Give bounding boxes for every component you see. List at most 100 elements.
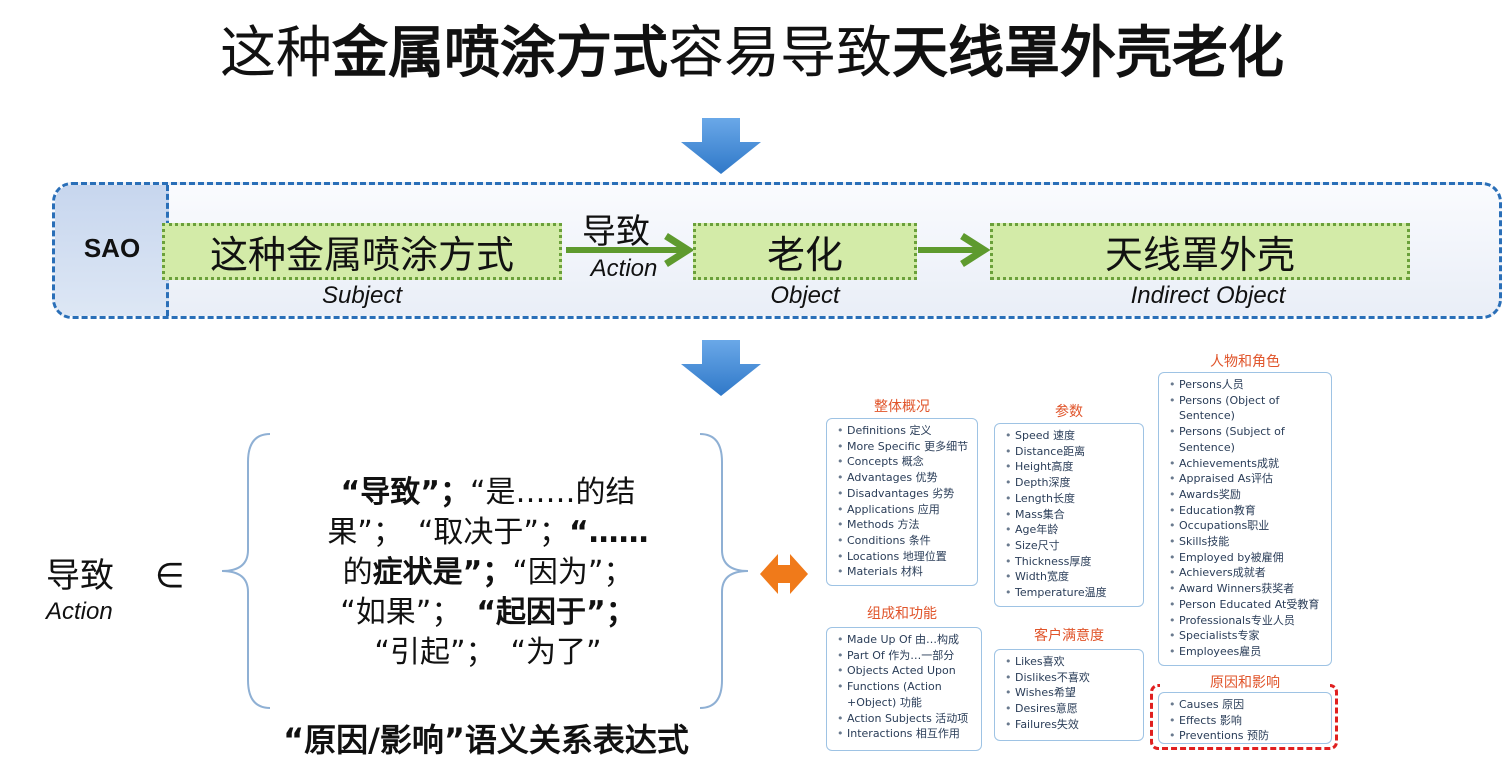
left-brace-icon xyxy=(221,433,271,709)
category-item: Education教育 xyxy=(1167,503,1325,519)
object-text: 老化 xyxy=(766,233,843,277)
right-arrow-icon xyxy=(918,233,990,267)
category-item: Award Winners获奖者 xyxy=(1167,581,1325,597)
category-item: Mass集合 xyxy=(1003,507,1137,523)
category-item: Occupations职业 xyxy=(1167,518,1325,534)
indirect-object-text: 天线罩外壳 xyxy=(1104,233,1295,277)
category-title: 参数 xyxy=(1055,404,1083,420)
category-item: Action Subjects 活动项 xyxy=(835,711,975,727)
category-item: Distance距离 xyxy=(1003,444,1137,460)
category-title: 原因和影响 xyxy=(1160,672,1330,692)
category-item: Speed 速度 xyxy=(1003,428,1137,444)
element-of-symbol: ∈ xyxy=(154,556,185,596)
expression-segment: “因为”； xyxy=(512,555,634,590)
category-item: Length长度 xyxy=(1003,491,1137,507)
category-item: Causes 原因 xyxy=(1167,697,1325,713)
subject-role: Subject xyxy=(321,282,403,309)
expression-segment: “是……的结 xyxy=(469,475,636,510)
category-box-cause-effect: Causes 原因Effects 影响Preventions 预防 xyxy=(1158,692,1332,744)
category-item: Dislikes不喜欢 xyxy=(1003,670,1137,686)
category-item: Width宽度 xyxy=(1003,569,1137,585)
indirect-object-role: Indirect Object xyxy=(1130,282,1286,309)
category-item: Locations 地理位置 xyxy=(835,549,971,565)
category-item: Thickness厚度 xyxy=(1003,554,1137,570)
object-box: 老化 xyxy=(693,223,917,280)
down-arrow-icon xyxy=(681,118,761,174)
category-item: Height高度 xyxy=(1003,459,1137,475)
category-item: Size尺寸 xyxy=(1003,538,1137,554)
expression-line: 的症状是”；“因为”； xyxy=(278,553,698,593)
category-item: Employees雇员 xyxy=(1167,644,1325,660)
category-item: Made Up Of 由…构成 xyxy=(835,632,975,648)
title-segment: 金属喷涂方式 xyxy=(332,21,668,86)
category-item: More Specific 更多细节 xyxy=(835,439,971,455)
expression-line: “导致”；“是……的结 xyxy=(278,473,698,513)
action-role: Action xyxy=(590,255,658,282)
category-title: 整体概况 xyxy=(874,399,930,415)
category-item: Advantages 优势 xyxy=(835,470,971,486)
category-item: Applications 应用 xyxy=(835,502,971,518)
category-box-people: Persons人员Persons (Object of Sentence) Per… xyxy=(1158,372,1332,666)
action-text: 导致 xyxy=(582,212,650,252)
category-item: Materials 材料 xyxy=(835,564,971,580)
category-item: Conditions 条件 xyxy=(835,533,971,549)
expression-segment: “引起”； “为了” xyxy=(374,635,602,670)
expression-segment: ； xyxy=(439,475,470,510)
category-item: Preventions 预防 xyxy=(1167,728,1325,744)
category-item: Likes喜欢 xyxy=(1003,654,1137,670)
expression-segment: “如果”； xyxy=(340,595,477,630)
page-title: 这种金属喷涂方式容易导致天线罩外壳老化 xyxy=(0,14,1504,94)
right-brace-icon xyxy=(699,433,749,709)
category-item: Part Of 作为…一部分 xyxy=(835,648,975,664)
relation-expressions: “导致”；“是……的结果”； “取决于”；“……的症状是”；“因为”；“如果”；… xyxy=(278,473,698,673)
category-item: Achievements成就 xyxy=(1167,456,1325,472)
category-title: 组成和功能 xyxy=(867,606,937,622)
relation-caption: “原因/影响”语义关系表达式 xyxy=(283,721,689,759)
subject-text: 这种金属喷涂方式 xyxy=(209,233,514,277)
category-box-overview: Definitions 定义More Specific 更多细节Concepts… xyxy=(826,418,978,586)
expression-line: “如果”； “起因于”； xyxy=(278,593,698,633)
subject-box: 这种金属喷涂方式 xyxy=(162,223,562,280)
expression-segment: 症状是”； xyxy=(372,555,513,590)
category-item: Person Educated At受教育 xyxy=(1167,597,1325,613)
expression-segment: “…… xyxy=(568,515,649,550)
category-item: Age年龄 xyxy=(1003,522,1137,538)
relation-role: Action xyxy=(46,598,113,625)
down-arrow-icon xyxy=(681,340,761,396)
category-title: 客户满意度 xyxy=(1034,628,1104,644)
category-item: Methods 方法 xyxy=(835,517,971,533)
category-item: Specialists专家 xyxy=(1167,628,1325,644)
expression-line: “引起”； “为了” xyxy=(278,633,698,673)
title-segment: 这种 xyxy=(220,21,332,86)
category-box-parameters: Speed 速度Distance距离Height高度Depth深度Length长… xyxy=(994,423,1144,607)
category-item: Depth深度 xyxy=(1003,475,1137,491)
title-segment: 容易导致 xyxy=(668,21,892,86)
category-item: Disadvantages 劣势 xyxy=(835,486,971,502)
category-item: Awards奖励 xyxy=(1167,487,1325,503)
category-item: Definitions 定义 xyxy=(835,423,971,439)
expression-segment: “起因于”； xyxy=(476,595,636,630)
relation-term-text: 导致 xyxy=(46,556,114,596)
category-item: Effects 影响 xyxy=(1167,713,1325,729)
category-item: Achievers成就者 xyxy=(1167,565,1325,581)
relation-term: 导致 ∈ xyxy=(46,548,184,597)
indirect-object-box: 天线罩外壳 xyxy=(990,223,1410,280)
expression-segment: “导致” xyxy=(340,475,440,510)
category-item: Objects Acted Upon xyxy=(835,663,975,679)
title-segment: 天线罩外壳老化 xyxy=(892,21,1284,86)
category-item: Functions (Action +Object) 功能 xyxy=(835,679,975,710)
expression-line: 果”； “取决于”；“…… xyxy=(278,513,698,553)
sao-label: SAO xyxy=(83,233,141,263)
double-arrow-icon xyxy=(760,554,808,594)
category-item: Persons人员 xyxy=(1167,377,1325,393)
right-arrow-icon xyxy=(566,233,695,267)
category-item: Concepts 概念 xyxy=(835,454,971,470)
category-item: Skills技能 xyxy=(1167,534,1325,550)
category-item: Desires意愿 xyxy=(1003,701,1137,717)
category-title: 人物和角色 xyxy=(1210,354,1280,370)
category-item: Employed by被雇佣 xyxy=(1167,550,1325,566)
sao-label-cell xyxy=(55,185,169,316)
category-item: Persons (Object of Sentence) xyxy=(1167,393,1325,424)
category-box-satisfaction: Likes喜欢Dislikes不喜欢Wishes希望Desires意愿Failu… xyxy=(994,649,1144,741)
category-item: Appraised As评估 xyxy=(1167,471,1325,487)
